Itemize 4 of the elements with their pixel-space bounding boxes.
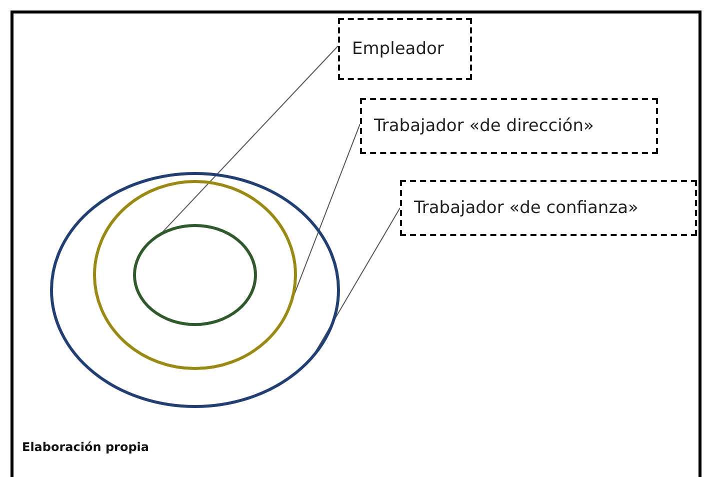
dashed-label-box: Trabajador «de confianza»	[400, 180, 697, 236]
source-note: Elaboración propia	[22, 440, 150, 454]
dashed-label-box: Trabajador «de dirección»	[360, 98, 658, 154]
dashed-label-box: Empleador	[338, 18, 472, 80]
